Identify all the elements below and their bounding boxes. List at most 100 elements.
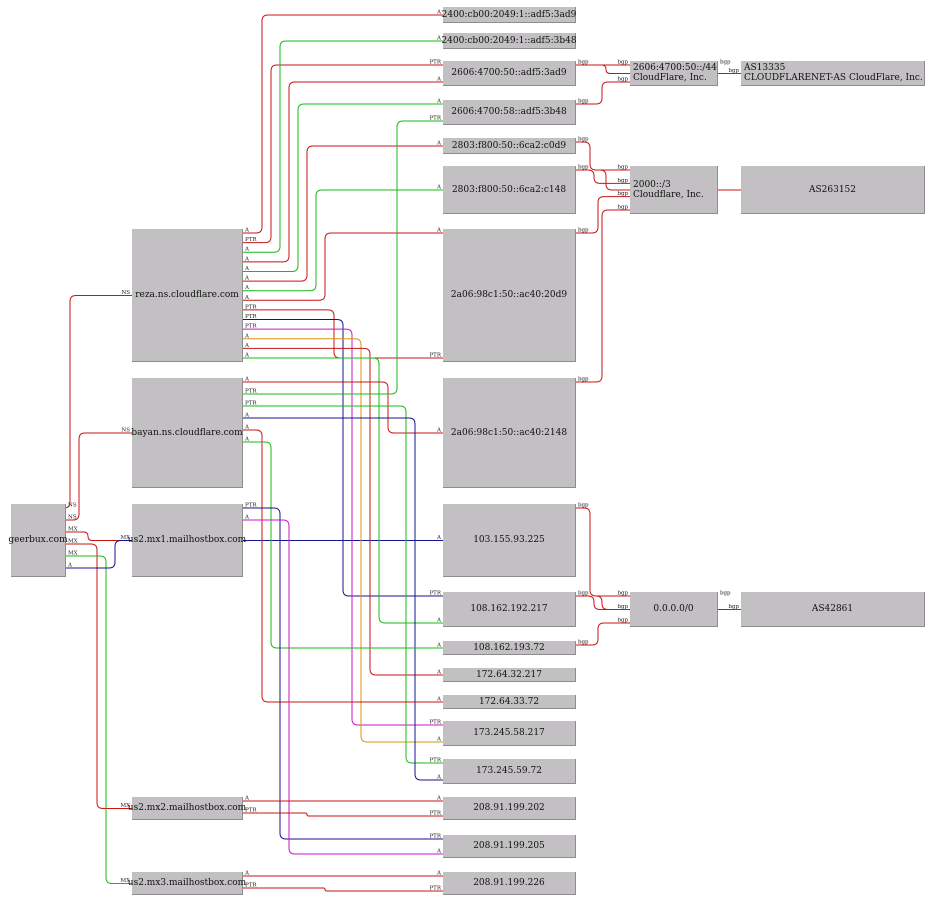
edge-bayan-to-ip4-3 <box>243 441 443 649</box>
node-label: reza.ns.cloudflare.com <box>135 290 239 300</box>
edge-label-target: bgp <box>617 591 628 597</box>
node-pfx1[interactable]: 2606:4700:50::/44 CloudFlare, Inc. <box>630 61 718 86</box>
edge-label-target: bgp <box>617 77 628 83</box>
edge-pfx1-to-as1 <box>601 64 741 74</box>
node-geerbux[interactable]: geerbux.com <box>8 504 68 577</box>
node-bayan[interactable]: bayan.ns.cloudflare.com <box>131 378 243 488</box>
edge-label-source: bgp <box>578 377 589 383</box>
edge-ip6-4-to-pfx1 <box>576 81 630 105</box>
node-ip6-1[interactable]: 2400:cb00:2049:1::adf5:3ad9 <box>441 7 577 23</box>
edge-ip4-2-to-pfx3 <box>576 595 630 610</box>
node-label: 2803:f800:50::6ca2:c148 <box>451 184 567 195</box>
node-label: AS13335 CLOUDFLARENET-AS CloudFlare, Inc… <box>744 63 923 83</box>
edge-ip4-3-to-pfx3 <box>576 622 630 646</box>
edge-label-source: PTR <box>245 401 257 407</box>
edge-reza-to-ip4-6 <box>243 338 443 743</box>
node-ip4-9[interactable]: 208.91.199.205 <box>443 835 576 858</box>
edge-bayan-to-ip4-7 <box>243 417 443 781</box>
edge-geerbux-to-ip4-1 <box>66 540 443 569</box>
node-mx2[interactable]: us2.mx2.mailhostbox.com <box>128 797 246 820</box>
edge-geerbux-to-mx1 <box>66 531 132 541</box>
node-ip6-7[interactable]: 2a06:98c1:50::ac40:20d9 <box>443 229 576 362</box>
edge-label-source: PTR <box>245 808 257 814</box>
node-label: 2000::/3 Cloudflare, Inc. <box>633 179 704 200</box>
node-ip4-10[interactable]: 208.91.199.226 <box>443 872 576 895</box>
node-label: 2a06:98c1:50::ac40:2148 <box>450 427 568 438</box>
node-ip4-3[interactable]: 108.162.193.72 <box>443 641 576 655</box>
node-ip4-1[interactable]: 103.155.93.225 <box>443 504 576 577</box>
node-mx1[interactable]: us2.mx1.mailhostbox.com <box>128 504 246 577</box>
node-mx3[interactable]: us2.mx3.mailhostbox.com <box>128 872 246 895</box>
edge-bayan-to-ip4-7 <box>243 405 443 764</box>
node-pfx2[interactable]: 2000::/3 Cloudflare, Inc. <box>630 166 718 214</box>
edge-label-target: A <box>436 697 442 703</box>
edge-label-source: bgp <box>578 640 589 646</box>
edge-label-target: NS <box>121 290 130 296</box>
edge-label-target: bgp <box>617 618 628 624</box>
edge-reza-to-ip6-1 <box>243 14 443 234</box>
edge-label-target: A <box>436 775 442 781</box>
edge-label-source: bgp <box>578 60 589 66</box>
node-label: AS42861 <box>811 604 854 614</box>
node-label: 172.64.32.217 <box>476 669 542 680</box>
node-ip6-4[interactable]: 2606:4700:58::adf5:3b48 <box>443 100 576 125</box>
edge-label-target: A <box>436 36 442 42</box>
edge-label-source: bgp <box>720 591 731 597</box>
node-label: us2.mx2.mailhostbox.com <box>127 803 247 813</box>
node-pfx3[interactable]: 0.0.0.0/0 <box>630 592 718 627</box>
node-as3[interactable]: AS42861 <box>741 592 925 627</box>
edge-label-target: MX <box>120 803 130 809</box>
node-label: 2606:4700:50::/44 CloudFlare, Inc. <box>633 63 717 83</box>
node-ip4-5[interactable]: 172.64.33.72 <box>443 695 576 709</box>
node-ip6-3[interactable]: 2606:4700:50::adf5:3ad9 <box>443 61 576 86</box>
edge-label-source: bgp <box>578 165 589 171</box>
edge-label-source: PTR <box>245 883 257 889</box>
edge-label-source: A <box>244 276 250 282</box>
edge-label-target: A <box>436 670 442 676</box>
node-label: 108.162.193.72 <box>473 642 545 653</box>
edge-label-source: A <box>244 437 250 443</box>
edge-label-source: A <box>244 413 250 419</box>
edge-label-target: bgp <box>728 68 739 74</box>
node-label: 2606:4700:50::adf5:3ad9 <box>451 68 567 78</box>
node-label: 172.64.33.72 <box>478 696 540 707</box>
node-label: 2400:cb00:2049:1::adf5:3ad9 <box>441 9 577 20</box>
node-ip4-2[interactable]: 108.162.192.217 <box>443 592 576 627</box>
node-ip4-7[interactable]: 173.245.59.72 <box>443 759 576 784</box>
edge-label-source: A <box>244 353 250 359</box>
node-label: 173.245.58.217 <box>473 728 545 738</box>
node-ip6-6[interactable]: 2803:f800:50::6ca2:c148 <box>443 166 576 214</box>
edge-label-source: PTR <box>245 237 257 243</box>
edge-label-source: bgp <box>578 503 589 509</box>
node-as1[interactable]: AS13335 CLOUDFLARENET-AS CloudFlare, Inc… <box>741 61 925 86</box>
edge-label-target: PTR <box>429 591 441 597</box>
node-ip6-8[interactable]: 2a06:98c1:50::ac40:2148 <box>443 378 576 488</box>
edge-reza-to-ip6-5 <box>243 145 443 282</box>
edge-label-target: bgp <box>617 60 628 66</box>
node-reza[interactable]: reza.ns.cloudflare.com <box>132 229 243 362</box>
edge-pfx2-to-as2 <box>599 169 741 191</box>
node-ip4-4[interactable]: 172.64.32.217 <box>443 668 576 682</box>
edge-label-source: A <box>244 266 250 272</box>
edge-label-source: A <box>244 377 250 383</box>
edge-geerbux-to-bayan <box>66 432 132 521</box>
node-ip6-2[interactable]: 2400:cb00:2049:1::adf5:3b48 <box>441 33 577 49</box>
edge-ip6-7-to-pfx2 <box>576 196 630 234</box>
edge-label-target: A <box>436 643 442 649</box>
edge-label-source: A <box>67 563 73 569</box>
edge-ip6-6-to-pfx2 <box>576 169 630 184</box>
edge-label-target: PTR <box>429 60 441 66</box>
edge-label-target: bgp <box>617 205 628 211</box>
node-label: 108.162.192.217 <box>470 604 548 614</box>
node-ip4-6[interactable]: 173.245.58.217 <box>443 721 576 746</box>
edge-label-target: A <box>436 10 442 16</box>
node-ip4-8[interactable]: 208.91.199.202 <box>443 797 576 820</box>
edge-geerbux-to-mx3 <box>66 555 132 884</box>
node-label: 0.0.0.0/0 <box>653 604 694 614</box>
edge-label-target: A <box>436 428 442 434</box>
edge-label-target: A <box>436 141 442 147</box>
edge-label-source: PTR <box>245 324 257 330</box>
edge-reza-to-ip4-4 <box>243 347 443 676</box>
node-ip6-5[interactable]: 2803:f800:50::6ca2:c0d9 <box>443 138 576 154</box>
node-as2[interactable]: AS263152 <box>741 166 925 214</box>
